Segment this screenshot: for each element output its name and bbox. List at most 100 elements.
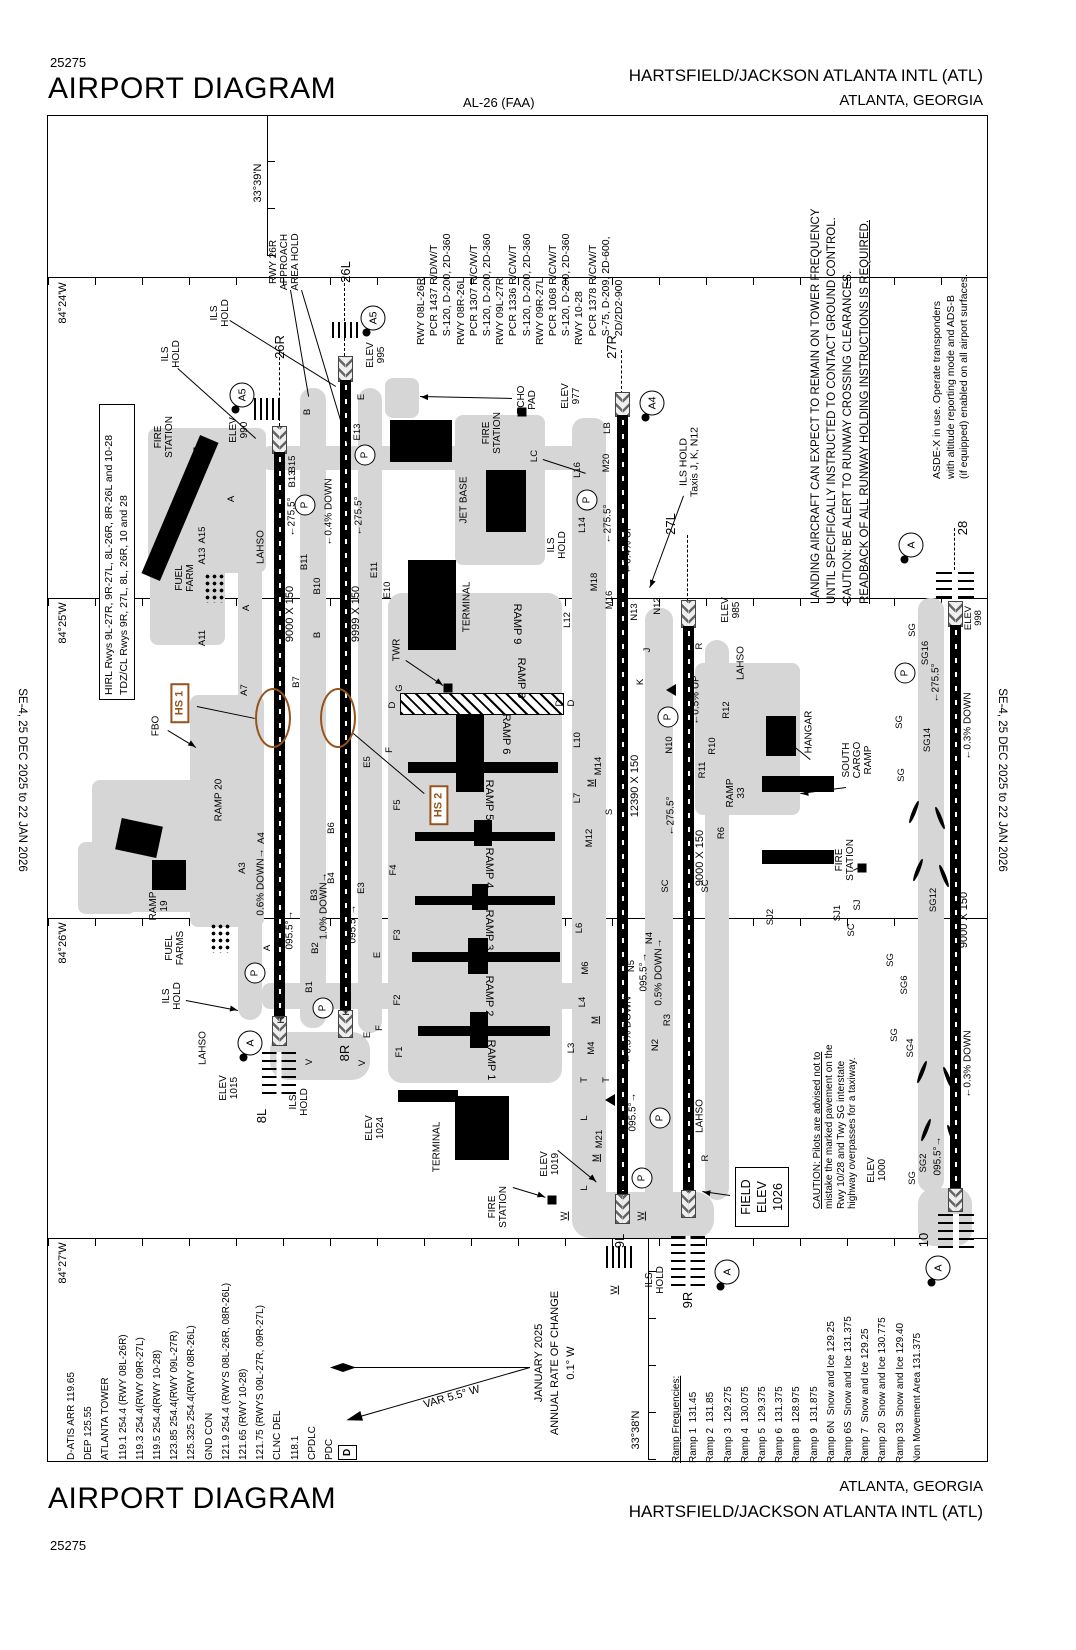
map-label: B bbox=[311, 631, 323, 639]
map-label: F4 bbox=[387, 864, 399, 876]
map-label: SG16 bbox=[919, 640, 931, 666]
map-label: M bbox=[590, 1154, 602, 1162]
text-line: PDC bbox=[324, 1438, 336, 1460]
fbo: FBO bbox=[150, 715, 162, 737]
map-label: N4 bbox=[643, 931, 655, 945]
north-arrow bbox=[335, 1367, 530, 1369]
map-label: R10 bbox=[706, 737, 718, 755]
map-label: E11 bbox=[368, 561, 380, 579]
map-label: L12 bbox=[561, 612, 573, 628]
map-label: B bbox=[301, 408, 313, 416]
map-label: N13 bbox=[628, 603, 640, 621]
map-label: E bbox=[361, 1031, 373, 1039]
map-label: 095.5°→ bbox=[627, 1092, 639, 1132]
map-label: W bbox=[608, 1285, 620, 1295]
map-label: ←0.3% DOWN bbox=[622, 996, 634, 1064]
map-label: ←275.5° bbox=[353, 496, 365, 536]
text-line: PCR 1437 R/D/W/T bbox=[428, 244, 441, 345]
text-line: ATLANTA TOWER bbox=[100, 1377, 112, 1460]
terminal-north: TERMINAL bbox=[461, 581, 473, 633]
map-label: B4 bbox=[325, 872, 337, 884]
map-label: 095.5°→ bbox=[284, 910, 296, 950]
map-label: L6 bbox=[573, 922, 585, 934]
displaced-threshold-26l bbox=[338, 356, 353, 382]
latitude-line-33-38 bbox=[648, 1238, 656, 1460]
text-line: Ramp 6N Snow and Ice 129.25 bbox=[825, 1321, 837, 1463]
map-label: M16 bbox=[603, 590, 615, 610]
jet-base-building bbox=[486, 470, 526, 532]
parking-symbol: P bbox=[649, 1107, 671, 1129]
map-label: 84°24'W bbox=[57, 282, 70, 324]
text-line: RWY 09L-27R bbox=[494, 277, 507, 345]
building-symbol bbox=[443, 683, 453, 693]
map-label: D bbox=[386, 701, 398, 709]
text-line: READBACK OF ALL RUNWAY HOLDING INSTRUCTI… bbox=[858, 219, 871, 604]
text-line: Ramp Frequencies: bbox=[671, 1375, 682, 1463]
map-label: R11 bbox=[696, 761, 708, 779]
concourse-building bbox=[412, 952, 560, 962]
map-label: ←0.4% DOWN bbox=[323, 478, 335, 546]
map-label: F3 bbox=[391, 929, 403, 941]
map-label: 0.5% DOWN→ bbox=[653, 938, 665, 1006]
map-label: A bbox=[261, 944, 273, 952]
map-label: E13 bbox=[351, 423, 363, 441]
map-label: E3 bbox=[355, 882, 367, 894]
antenna-symbol bbox=[599, 1094, 615, 1106]
rwy-8l-26r-size: 9000 X 150 bbox=[284, 585, 297, 643]
map-label: SJ2 bbox=[764, 908, 776, 926]
airport-name-header: HARTSFIELD/JACKSON ATLANTA INTL (ATL) bbox=[628, 66, 983, 85]
map-label: R bbox=[693, 642, 705, 650]
text-line: 121.9 254.4 (RWYS 08L-26R, 08R-26L) bbox=[220, 1282, 232, 1460]
map-label: LB bbox=[601, 422, 613, 434]
map-label: B2 bbox=[309, 942, 321, 954]
text-line: GND CON bbox=[203, 1412, 215, 1460]
rwy-end-8r: 8R bbox=[336, 1044, 352, 1062]
concourse-building bbox=[415, 832, 555, 841]
flag-a5-symbol: A5 bbox=[229, 382, 255, 408]
map-label: ←0.3% DOWN bbox=[962, 1030, 974, 1098]
map-label: ←275.5° bbox=[665, 796, 677, 836]
map-label: SC bbox=[659, 879, 671, 893]
map-label: D bbox=[565, 699, 577, 707]
map-label: LAHSO bbox=[694, 1099, 706, 1133]
text-line: Ramp 5 129.375 bbox=[757, 1386, 769, 1463]
map-label: 33°38'N bbox=[630, 1410, 643, 1450]
map-label: ←0.5% UP bbox=[690, 675, 702, 725]
terminal-south-building bbox=[398, 1090, 458, 1102]
displaced-threshold-27l bbox=[681, 600, 696, 628]
map-label: N12 bbox=[651, 597, 663, 615]
map-label: M6 bbox=[579, 961, 591, 975]
concourse-building bbox=[456, 700, 484, 792]
airport-name-footer: HARTSFIELD/JACKSON ATLANTA INTL (ATL) bbox=[628, 1502, 983, 1521]
text-line: Ramp 6 131.375 bbox=[774, 1386, 786, 1463]
text-line: Ramp 4 130.075 bbox=[739, 1386, 751, 1463]
map-label: N2 bbox=[649, 1038, 661, 1052]
map-label: LAHSO bbox=[255, 530, 267, 564]
displaced-threshold-28 bbox=[948, 601, 963, 627]
map-label: ←275.5° bbox=[602, 504, 614, 544]
map-label: W bbox=[558, 1211, 570, 1221]
map-label: J bbox=[641, 647, 653, 653]
map-label: L10 bbox=[571, 732, 583, 748]
map-label: M bbox=[589, 1016, 601, 1024]
map-label: 095.5°→ bbox=[638, 952, 650, 992]
map-label: SG bbox=[906, 1171, 918, 1185]
text-line: 119.5 254.4(RWY 10-28) bbox=[152, 1349, 164, 1460]
text-line: 118.1 bbox=[289, 1435, 301, 1460]
rwy-end-27l: 27L bbox=[662, 513, 678, 535]
text-line: S-120, D-200, 2D-360 bbox=[481, 233, 494, 345]
taxiway-r bbox=[705, 640, 729, 1200]
text-line: JANUARY 2025 bbox=[533, 1323, 545, 1403]
map-label: T bbox=[600, 1077, 612, 1083]
flag-a4-symbol: A4 bbox=[639, 390, 665, 416]
page-title-footer: AIRPORT DIAGRAM bbox=[48, 1482, 337, 1515]
